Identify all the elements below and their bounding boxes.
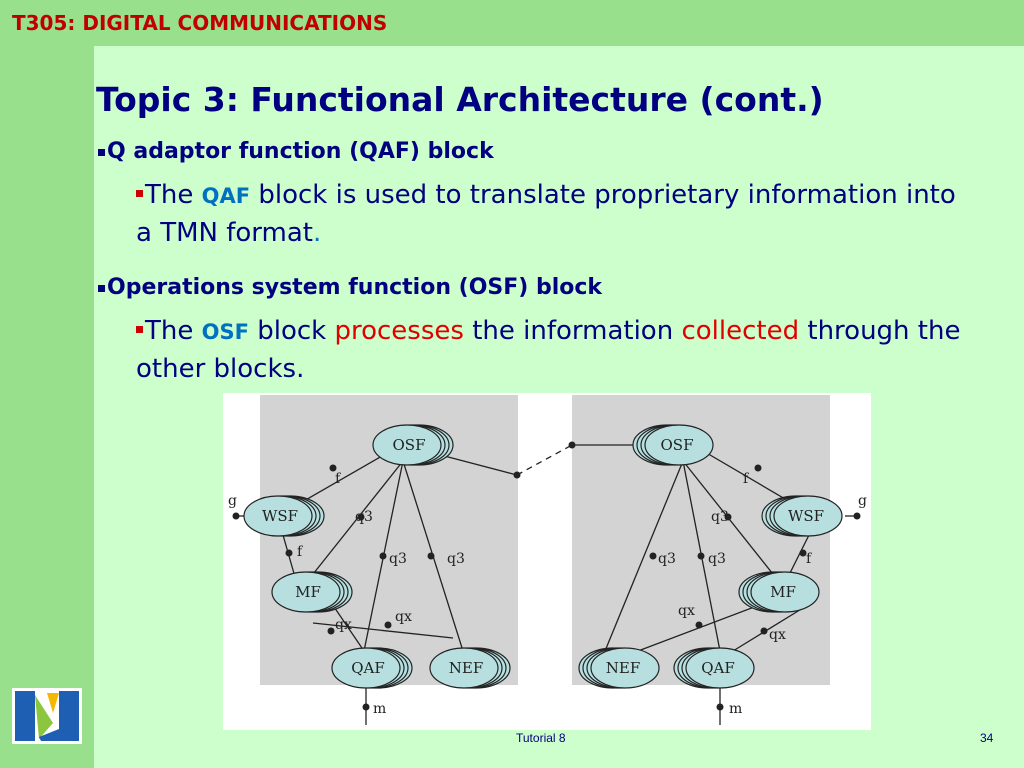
ref-label-q3: q3 <box>708 551 726 567</box>
bullet-heading-text: Q adaptor function (QAF) block <box>107 139 494 164</box>
ref-label-q3: q3 <box>389 551 407 567</box>
tmn-architecture-diagram: g f q3 q3 q3 f qx qx m g f q3 q3 q3 f qx… <box>228 395 867 725</box>
ref-label-g: g <box>858 493 867 509</box>
footer-tutorial-label: Tutorial 8 <box>516 731 566 745</box>
node-qaf-right: QAF <box>701 659 735 677</box>
ref-label-f: f <box>335 471 342 487</box>
node-qaf-left: QAF <box>351 659 385 677</box>
ref-label-q3: q3 <box>658 551 676 567</box>
bullet-heading-text: Operations system function (OSF) block <box>107 275 603 300</box>
ref-label-m: m <box>729 701 742 717</box>
text-block: block <box>248 316 335 346</box>
bullet-square-icon <box>136 190 143 197</box>
node-mf-left: MF <box>295 583 321 601</box>
ref-label-f: f <box>743 471 750 487</box>
text-the: The <box>145 180 202 210</box>
ref-label-qx: qx <box>395 609 412 625</box>
node-mf-right: MF <box>770 583 796 601</box>
header-bar: T305: DIGITAL COMMUNICATIONS <box>0 0 1024 46</box>
bullet-qaf-description: The QAF block is used to translate propr… <box>136 177 976 252</box>
bullet-square-icon <box>98 284 105 292</box>
ref-label-qx: qx <box>335 617 352 633</box>
highlight-processes: processes <box>334 316 464 346</box>
keyword-qaf: QAF <box>201 184 251 208</box>
node-osf-left: OSF <box>393 436 426 454</box>
ref-label-q3: q3 <box>447 551 465 567</box>
university-logo <box>12 688 82 744</box>
bullet-qaf-heading: Q adaptor function (QAF) block <box>98 139 494 164</box>
text-through-other-blocks: through the other blocks. <box>136 316 961 384</box>
course-title: T305: DIGITAL COMMUNICATIONS <box>12 11 388 35</box>
node-nef-right: NEF <box>606 659 640 677</box>
page-number: 34 <box>980 731 994 745</box>
ref-label-f: f <box>297 544 304 560</box>
ref-label-q3: q3 <box>355 509 373 525</box>
tmn-architecture-figure: g f q3 q3 q3 f qx qx m g f q3 q3 q3 f qx… <box>223 393 871 730</box>
ref-label-g: g <box>228 493 237 509</box>
node-wsf-left: WSF <box>262 507 298 525</box>
slide-title: Topic 3: Functional Architecture (cont.) <box>96 80 824 119</box>
ref-label-q3: q3 <box>711 509 729 525</box>
keyword-osf: OSF <box>201 320 249 344</box>
ref-label-qx: qx <box>769 627 786 643</box>
node-wsf-right: WSF <box>788 507 824 525</box>
text-the: The <box>145 316 202 346</box>
text-the-information: the information <box>463 316 682 346</box>
period: . <box>312 218 322 248</box>
bullet-square-icon <box>136 326 143 333</box>
left-sidebar <box>0 46 94 768</box>
ref-label-f: f <box>806 551 813 567</box>
bullet-osf-description: The OSF block processes the information … <box>136 313 976 388</box>
bullet-square-icon <box>98 148 105 156</box>
node-osf-right: OSF <box>661 436 694 454</box>
node-nef-left: NEF <box>449 659 483 677</box>
description-text: block is used to translate proprietary i… <box>136 180 956 248</box>
ref-label-qx: qx <box>678 603 695 619</box>
ref-label-m: m <box>373 701 386 717</box>
highlight-collected: collected <box>681 316 800 346</box>
bullet-osf-heading: Operations system function (OSF) block <box>98 275 602 300</box>
